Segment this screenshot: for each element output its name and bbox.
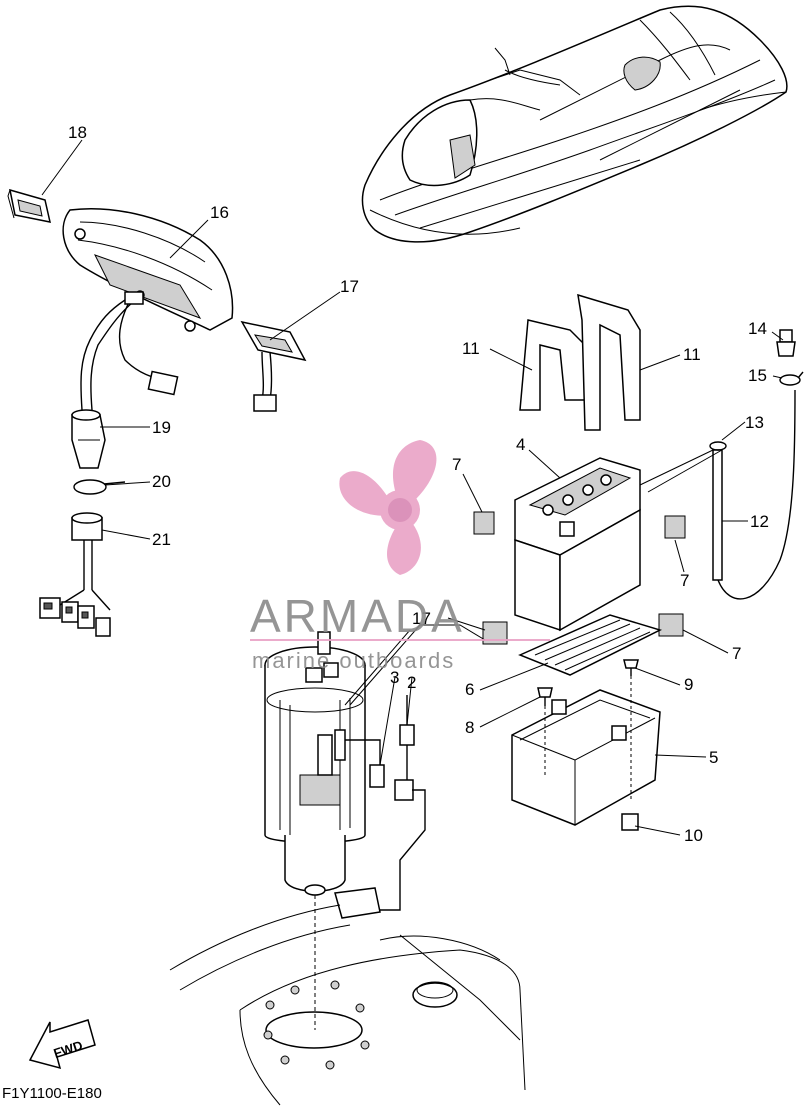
callout-6: 6 [465,680,474,699]
part-4-battery [514,457,641,632]
propeller-icon [339,440,437,575]
callout-11-left: 11 [462,339,480,358]
callout-4: 4 [516,435,525,454]
callout-20: 20 [152,472,171,491]
part-20-clamp [73,479,126,495]
callout-16: 16 [210,203,229,222]
watercraft-illustration [361,5,788,243]
callout-17-upper: 17 [340,277,359,296]
multifunction-meter [62,208,234,332]
meter-harness [80,291,179,411]
part-17-switch-upper [240,320,307,412]
part-12-vent-hose [639,389,796,600]
part-7-pads [473,511,686,645]
lower-harness-connectors [39,540,111,637]
callout-3: 3 [390,668,399,687]
fwd-arrow-icon: FWD [28,1019,96,1070]
callout-19: 19 [152,418,171,437]
part-13-clip [709,441,727,451]
part-19-grommet [71,409,106,469]
callout-9: 9 [684,675,693,694]
part-5-battery-case [511,689,661,826]
callout-12: 12 [750,512,769,531]
callout-14: 14 [748,319,767,338]
callout-5: 5 [709,748,718,767]
diagram-code: F1Y1100-E180 [2,1085,102,1102]
callout-7-upper-left: 7 [452,455,461,474]
callout-11-right: 11 [683,345,701,364]
callout-7-right: 7 [680,571,689,590]
part-6-battery-mat [518,614,663,676]
part-14-fitting [776,329,796,357]
part-10-collar [621,813,639,831]
watermark-logo: ARMADA marine outboards [250,440,550,673]
part-15-clip [779,371,804,386]
watermark-brand: ARMADA [250,590,465,642]
callout-18: 18 [68,123,87,142]
fuel-pump-module [264,631,366,896]
callout-13: 13 [745,413,764,432]
part-11-battery-bands [519,293,641,431]
part-21-collar [71,512,103,541]
callout-10: 10 [684,826,703,845]
callout-2: 2 [407,673,416,692]
fuel-tank-outline [169,895,526,1106]
callout-17-lower: 17 [412,609,431,628]
watermark-tagline: marine outboards [252,648,455,673]
callout-8: 8 [465,718,474,737]
part-18-switch [7,188,51,223]
callout-15: 15 [748,366,767,385]
callout-7-lower-right: 7 [732,644,741,663]
leader-lines [41,139,784,836]
callout-21: 21 [152,530,171,549]
callout-labels: 18 16 17 19 20 21 14 15 11 11 13 4 7 12 … [68,123,769,845]
